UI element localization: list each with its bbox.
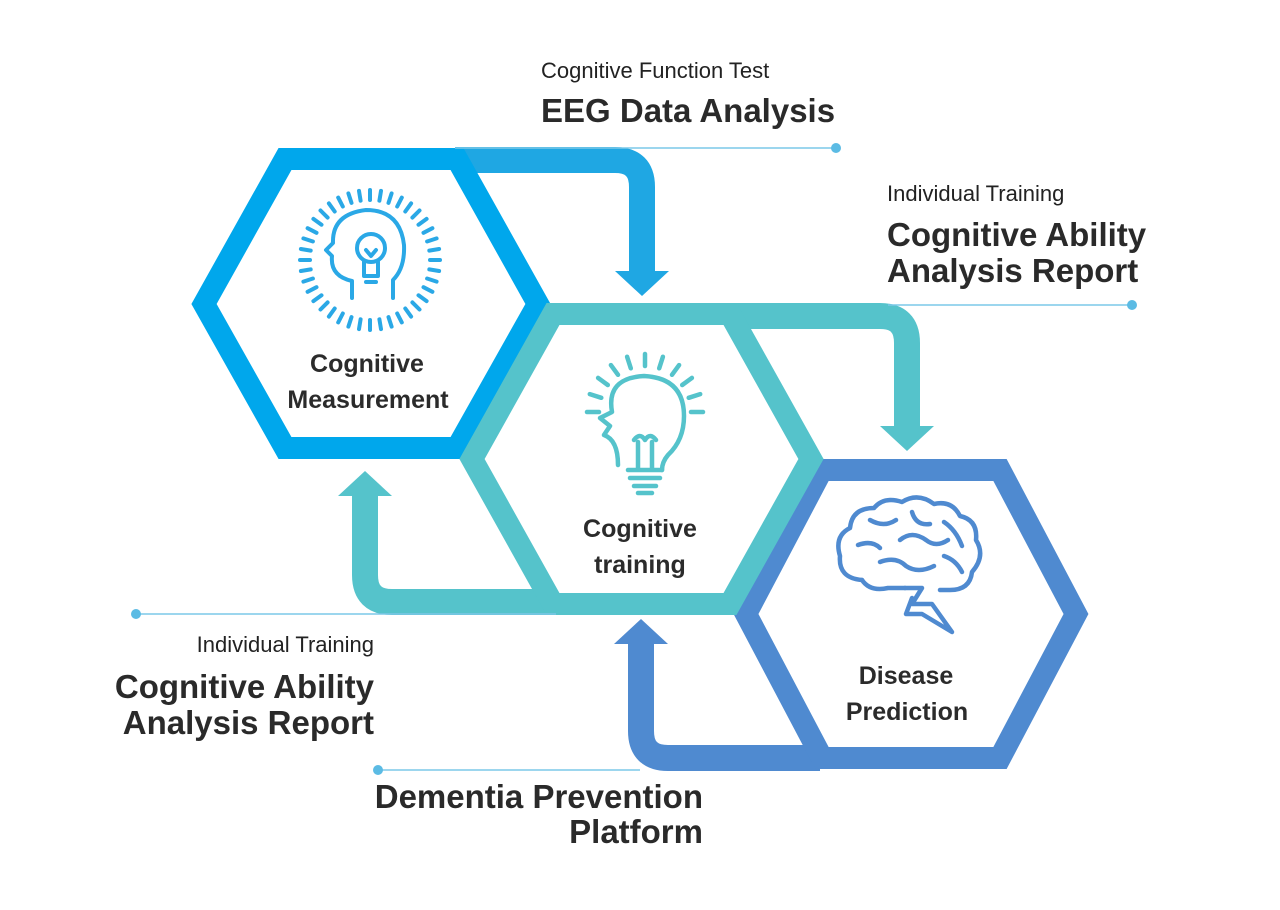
callout-left-small: Individual Training <box>197 632 374 657</box>
callout-top-small: Cognitive Function Test <box>541 58 769 83</box>
callout-right-big-line1: Cognitive Ability <box>887 216 1147 253</box>
burst-ray <box>346 191 354 205</box>
leader-dot-left <box>131 609 141 619</box>
leader-dot-top <box>831 143 841 153</box>
measurement-title-line1: Cognitive <box>310 350 424 378</box>
measurement-title-line2: Measurement <box>287 386 449 414</box>
callout-left-big-line2: Analysis Report <box>123 704 374 741</box>
burst-ray <box>357 188 363 203</box>
burst-ray <box>395 195 404 209</box>
burst-ray <box>427 267 442 273</box>
burst-ray <box>416 293 429 304</box>
burst-ray <box>410 208 422 220</box>
callout-right-small: Individual Training <box>887 181 1064 206</box>
brain-lightning-icon <box>836 495 983 635</box>
burst-ray <box>427 247 442 253</box>
light-ray <box>679 375 695 388</box>
burst-ray <box>425 236 439 244</box>
burst-ray <box>305 226 319 235</box>
light-ray <box>608 362 621 378</box>
burst-ray <box>311 216 324 227</box>
callout-bottom-big-line2: Platform <box>569 813 703 850</box>
burst-ray <box>336 311 345 325</box>
light-ray <box>686 391 703 401</box>
burst-ray <box>416 216 429 227</box>
arrow-head-up-blue <box>614 619 668 644</box>
callout-top-big: EEG Data Analysis <box>541 92 835 129</box>
burst-ray <box>395 311 404 325</box>
burst-ray <box>311 293 324 304</box>
training-title-line1: Cognitive <box>583 515 697 543</box>
arrow-prediction-to-training <box>628 640 820 771</box>
burst-ray <box>305 285 319 294</box>
head-lightbulb-icon <box>584 351 706 496</box>
burst-ray <box>298 247 313 253</box>
burst-ray <box>298 267 313 273</box>
arrow-head-down-teal <box>880 426 934 451</box>
light-ray <box>624 354 634 371</box>
callout-right-big-line2: Analysis Report <box>887 252 1138 289</box>
burst-ray <box>403 201 414 214</box>
burst-ray <box>301 236 315 244</box>
burst-ray <box>346 315 354 329</box>
arrow-training-to-prediction <box>730 303 920 430</box>
arrow-measurement-to-training <box>455 147 655 275</box>
burst-ray <box>301 276 315 284</box>
callout-left-big-line1: Cognitive Ability <box>115 668 375 705</box>
burst-ray <box>410 300 422 312</box>
callout-bottom-big-line1: Dementia Prevention <box>375 778 703 815</box>
burst-ray <box>326 306 337 319</box>
burst-ray <box>377 317 383 332</box>
prediction-title-line2: Prediction <box>846 698 968 726</box>
head-lightbulb-burst-icon <box>298 188 442 332</box>
arrow-head-up-teal <box>338 471 392 496</box>
burst-ray <box>326 201 337 214</box>
burst-ray <box>403 306 414 319</box>
light-ray <box>587 391 604 401</box>
prediction-title-line1: Disease <box>859 662 954 690</box>
burst-ray <box>386 315 394 329</box>
burst-ray <box>336 195 345 209</box>
burst-ray <box>425 276 439 284</box>
arrow-training-to-measurement <box>352 492 560 615</box>
light-ray <box>595 375 611 388</box>
light-ray <box>669 362 682 378</box>
training-title-line2: training <box>594 551 686 579</box>
burst-ray <box>421 285 435 294</box>
arrow-head-down-blue <box>615 271 669 296</box>
leader-dot-right <box>1127 300 1137 310</box>
burst-ray <box>318 208 330 220</box>
burst-ray <box>377 188 383 203</box>
leader-dot-bottom <box>373 765 383 775</box>
burst-ray <box>318 300 330 312</box>
light-ray <box>656 354 666 371</box>
burst-ray <box>386 191 394 205</box>
hexagon-measurement <box>191 148 551 459</box>
burst-ray <box>421 226 435 235</box>
burst-ray <box>357 317 363 332</box>
hexagon-training <box>459 303 824 615</box>
